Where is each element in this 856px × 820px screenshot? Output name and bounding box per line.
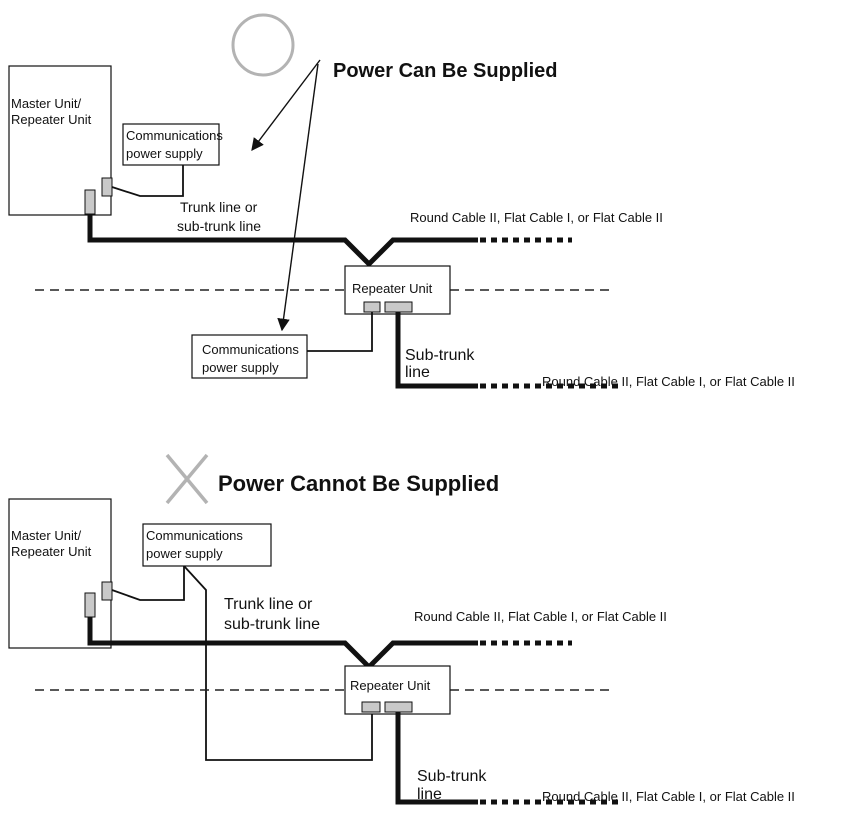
bottom-subtrunk-label-1: Sub-trunk: [417, 768, 487, 785]
bottom-trunk-label-2: sub-trunk line: [224, 616, 320, 633]
bottom-psu-label-1: Communications: [146, 528, 243, 543]
top-trunk-label-1: Trunk line or: [180, 199, 258, 215]
bottom-repeater-connector-power: [361, 701, 381, 713]
top-trunk-label-2: sub-trunk line: [177, 218, 261, 234]
bottom-subtrunk-line: [395, 712, 478, 805]
top-trunk-line: [87, 214, 478, 268]
top-subtrunk-label-2: line: [405, 364, 430, 381]
bottom-psu-label-2: power supply: [146, 546, 223, 561]
bottom-heading: Power Cannot Be Supplied: [218, 471, 499, 496]
bottom-repeater-connector-trunk: [384, 701, 413, 713]
bottom-master-label-2: Repeater Unit: [11, 544, 92, 559]
top-repeater-connector-trunk: [384, 301, 413, 313]
bottom-trunk-line: [87, 617, 478, 671]
bottom-master-unit: [8, 498, 112, 649]
bottom-subtrunk-label-2: line: [417, 786, 442, 803]
top-arrow-to-psu2: [277, 63, 319, 332]
top-repeater-label: Repeater Unit: [352, 281, 433, 296]
top-subtrunk-label-1: Sub-trunk: [405, 347, 475, 364]
bottom-master-connector-trunk: [84, 592, 96, 618]
top-psu-label-1: Communications: [126, 128, 223, 143]
top-psu2-label-2: power supply: [202, 360, 279, 375]
top-arrow-to-psu1: [251, 59, 321, 152]
top-psu2-wire: [307, 312, 373, 352]
bottom-subtrunk-cable-label: Round Cable II, Flat Cable I, or Flat Ca…: [542, 789, 795, 804]
bottom-trunk-label-1: Trunk line or: [224, 596, 313, 613]
bottom-master-connector-power: [101, 581, 113, 601]
top-trunk-cable-label: Round Cable II, Flat Cable I, or Flat Ca…: [410, 210, 663, 225]
bottom-repeater-label: Repeater Unit: [350, 678, 431, 693]
top-heading: Power Can Be Supplied: [333, 60, 557, 82]
bottom-trunk-cable-label: Round Cable II, Flat Cable I, or Flat Ca…: [414, 609, 667, 624]
bottom-power-supply-box: [142, 523, 272, 567]
top-psu-label-2: power supply: [126, 146, 203, 161]
top-master-connector-trunk: [84, 189, 96, 215]
top-section: Power Can Be Supplied Master Unit/ Repea…: [8, 13, 795, 389]
bottom-psu-wire-repeater: [183, 565, 373, 761]
top-master-unit: [8, 65, 112, 216]
top-psu-wire: [111, 165, 184, 197]
top-master-label-1: Master Unit/: [11, 96, 81, 111]
circle-ok-icon: [231, 13, 295, 77]
bottom-psu-wire-master: [111, 566, 185, 601]
top-psu2-label-1: Communications: [202, 342, 299, 357]
top-master-label-2: Repeater Unit: [11, 112, 92, 127]
top-master-connector-power: [101, 177, 113, 197]
top-power-supply-box: [122, 123, 220, 166]
cross-ng-icon: [165, 453, 209, 505]
bottom-master-label-1: Master Unit/: [11, 528, 81, 543]
top-power-supply-box-2: [191, 334, 308, 379]
top-repeater-connector-power: [363, 301, 381, 313]
top-subtrunk-line: [395, 312, 478, 389]
bottom-section: Power Cannot Be Supplied Master Unit/ Re…: [8, 453, 795, 805]
top-subtrunk-cable-label: Round Cable II, Flat Cable I, or Flat Ca…: [542, 374, 795, 389]
